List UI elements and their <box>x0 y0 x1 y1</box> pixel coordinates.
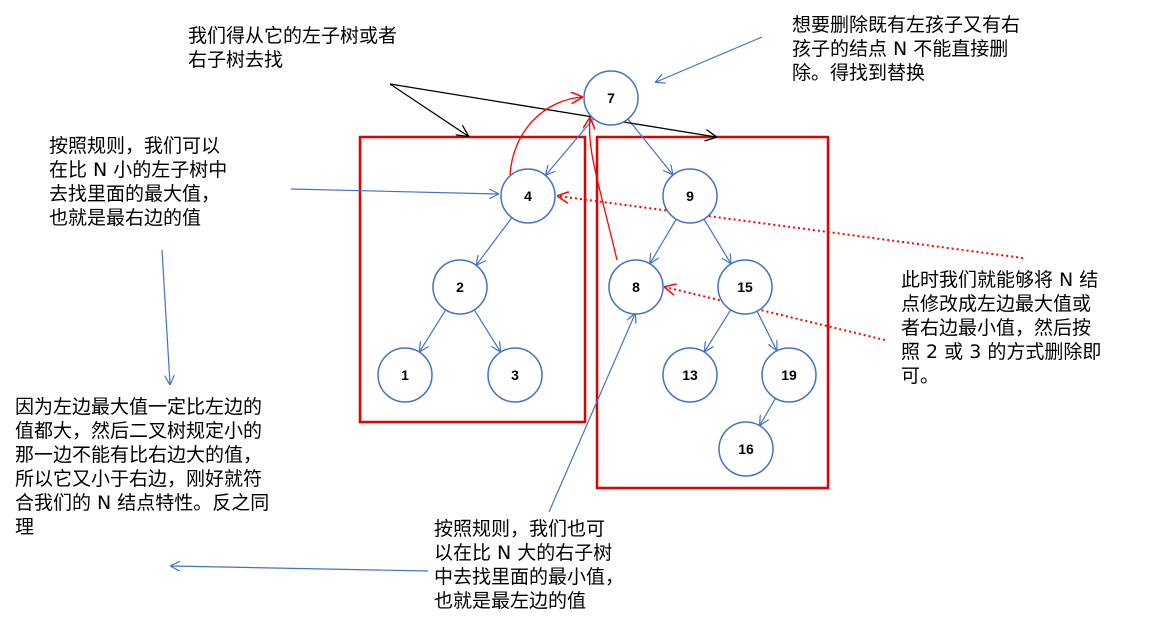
node-circle <box>662 347 718 403</box>
curve-node-4-to-root <box>509 97 582 176</box>
tree-node-1: 1 <box>377 347 433 403</box>
tree-node-13: 13 <box>662 347 718 403</box>
curve-node-8-to-root <box>590 118 618 261</box>
node-label: 4 <box>524 188 532 204</box>
dotted-to-node-4 <box>558 196 1024 259</box>
node-label: 13 <box>682 367 698 383</box>
edge-2-3 <box>473 309 500 351</box>
note-left-rule: 按照规则，我们可以 在比 N 小的左子树中 去找里面的最大值， 也就是最右边的值 <box>49 135 228 229</box>
edge-15-19 <box>756 310 776 350</box>
edge-7-4 <box>546 118 595 175</box>
edge-9-15 <box>703 218 731 263</box>
node-label: 7 <box>607 90 615 106</box>
node-circle <box>377 347 433 403</box>
tree-node-16: 16 <box>718 421 774 477</box>
replacement-arrows <box>509 97 1024 341</box>
edge-2-1 <box>420 309 447 351</box>
tree-node-9: 9 <box>662 168 718 224</box>
arrow-left-rule-down <box>161 249 170 384</box>
tree-node-8: 8 <box>608 259 664 315</box>
note-top-left: 我们得从它的左子树或者 右子树去找 <box>188 25 398 71</box>
arrow-to-right-subtree <box>389 83 716 137</box>
edge-7-9 <box>627 118 672 174</box>
tree-node-2: 2 <box>432 259 488 315</box>
edge-4-2 <box>477 217 513 265</box>
tree-node-4: 4 <box>500 168 556 224</box>
dotted-to-node-8 <box>665 287 886 341</box>
arrow-left-rule-to-node-4 <box>290 188 498 194</box>
note-left-reason: 因为左边最大值一定比左边的 值都大，然后二叉树规定小的 那一边不能有比右边大的值… <box>15 396 270 538</box>
note-bottom-rule: 按照规则，我们也可 以在比 N 大的右子树 中去找里面的最小值， 也就是最左边的… <box>434 518 625 612</box>
arrow-bottom-rule-to-node-8 <box>548 314 635 513</box>
edge-9-8 <box>650 218 677 263</box>
arrow-top-right-to-root <box>656 36 763 82</box>
tree-node-7: 7 <box>583 70 639 126</box>
tree-edges <box>420 118 777 425</box>
edge-19-16 <box>760 398 776 424</box>
note-arrows <box>161 36 763 572</box>
node-circle <box>662 168 718 224</box>
node-label: 3 <box>511 367 519 383</box>
note-top-right: 想要删除既有左孩子又有右 孩子的结点 N 不能直接删 除。得找到替换 <box>792 14 1021 84</box>
arrow-bottom-rule-left <box>171 566 429 572</box>
node-label: 16 <box>738 441 754 457</box>
tree-node-19: 19 <box>761 347 817 403</box>
tree-node-3: 3 <box>487 347 543 403</box>
node-label: 1 <box>401 367 409 383</box>
node-circle <box>761 347 817 403</box>
node-circle <box>583 70 639 126</box>
node-circle <box>717 259 773 315</box>
node-circle <box>487 347 543 403</box>
node-circle <box>500 168 556 224</box>
node-label: 9 <box>686 188 694 204</box>
node-label: 2 <box>456 279 464 295</box>
note-right-replace: 此时我们就能够将 N 结 点修改成左边最大值或 者右边最小值，然后按 照 2 或… <box>901 269 1102 387</box>
node-label: 8 <box>632 279 640 295</box>
node-circle <box>718 421 774 477</box>
node-label: 15 <box>737 279 753 295</box>
arrow-to-left-subtree <box>389 83 468 136</box>
node-circle <box>432 259 488 315</box>
left-subtree-box <box>358 135 587 424</box>
node-circle <box>608 259 664 315</box>
tree-node-15: 15 <box>717 259 773 315</box>
edge-15-13 <box>705 309 732 351</box>
node-label: 19 <box>781 367 797 383</box>
black-arrows <box>389 83 716 137</box>
